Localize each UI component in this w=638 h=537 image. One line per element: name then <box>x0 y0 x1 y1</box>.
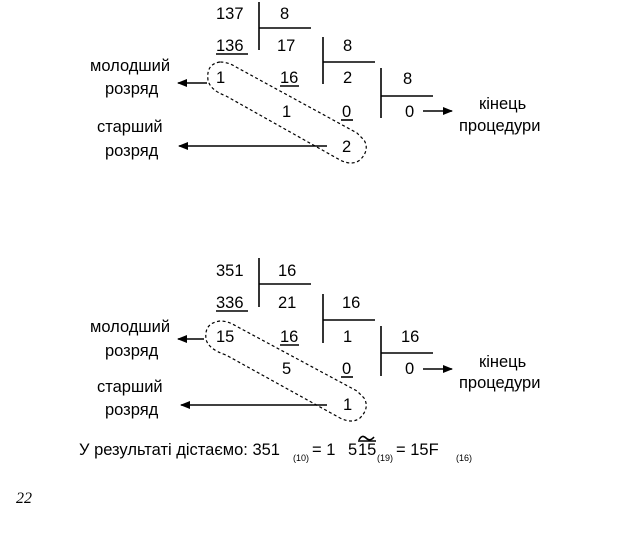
divisor: 8 <box>403 70 412 88</box>
divisor: 8 <box>280 5 289 23</box>
product: 136 <box>216 37 244 55</box>
label-low-line1: молодший <box>90 318 170 336</box>
division-diagram-2: 351 16 336 21 16 15 16 1 16 5 0 0 1 моло… <box>90 258 540 422</box>
label-end-line1: кінець <box>479 95 526 113</box>
label-end-line2: процедури <box>459 374 540 392</box>
label-high-line1: старший <box>97 378 163 396</box>
division-diagram-1: 137 8 136 17 8 1 16 2 8 1 0 0 2 молодший… <box>90 2 540 164</box>
result-prefix: У результаті дістаємо: 351 <box>79 441 280 459</box>
result-equals: = 1 <box>312 441 335 459</box>
divisor: 16 <box>401 328 419 346</box>
remainder: 5 <box>282 360 291 378</box>
quotient: 1 <box>343 328 352 346</box>
product: 336 <box>216 294 244 312</box>
quotient: 2 <box>343 69 352 87</box>
base-subscript: (10) <box>293 453 309 463</box>
overlined-digit: 15 <box>358 441 376 459</box>
product: 0 <box>342 103 351 121</box>
remainder-low: 1 <box>216 69 225 87</box>
label-high-line1: старший <box>97 118 163 136</box>
remainder-high: 1 <box>343 396 352 414</box>
label-end-line2: процедури <box>459 117 540 135</box>
label-end-line1: кінець <box>479 353 526 371</box>
product: 0 <box>342 360 351 378</box>
label-high-line2: розряд <box>105 142 159 160</box>
quotient: 0 <box>405 103 414 121</box>
dividend: 351 <box>216 262 244 280</box>
label-low-line2: розряд <box>105 342 159 360</box>
result-line: У результаті дістаємо: 351 (10) = 1 5 15… <box>79 435 472 463</box>
product: 16 <box>280 69 298 87</box>
base-subscript: (19) <box>377 453 393 463</box>
remainder: 1 <box>282 103 291 121</box>
label-low-line2: розряд <box>105 80 159 98</box>
result-digit: 5 <box>348 441 357 459</box>
remainder-low: 15 <box>216 328 234 346</box>
quotient: 21 <box>278 294 296 312</box>
result-equals: = 15F <box>396 441 439 459</box>
product: 16 <box>280 328 298 346</box>
divisor: 16 <box>342 294 360 312</box>
dividend: 137 <box>216 5 244 23</box>
tilde-mark <box>358 435 375 441</box>
quotient: 17 <box>277 37 295 55</box>
label-high-line2: розряд <box>105 401 159 419</box>
digits-enclosure <box>207 61 367 164</box>
divisor: 8 <box>343 37 352 55</box>
label-low-line1: молодший <box>90 57 170 75</box>
base-subscript: (16) <box>456 453 472 463</box>
remainder-high: 2 <box>342 138 351 156</box>
page-number: 22 <box>16 490 32 507</box>
quotient: 0 <box>405 360 414 378</box>
divisor: 16 <box>278 262 296 280</box>
